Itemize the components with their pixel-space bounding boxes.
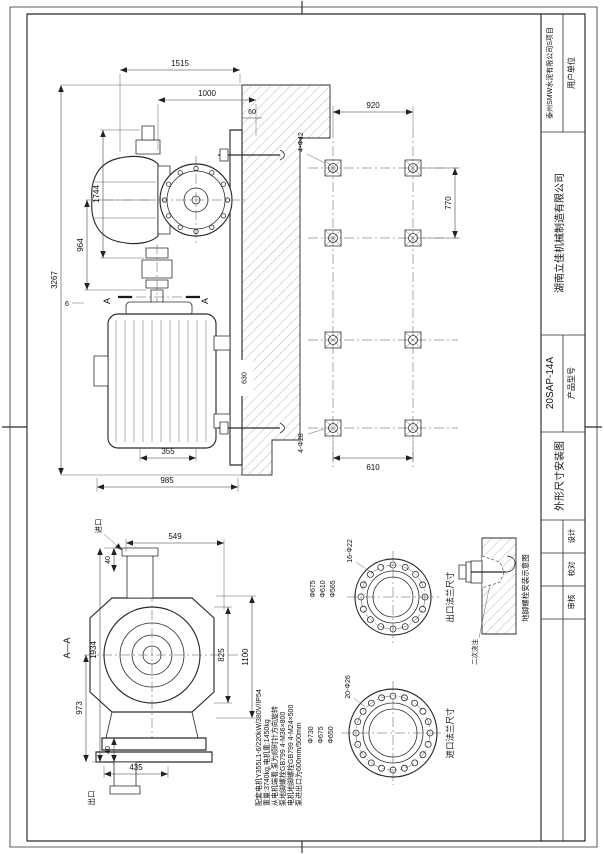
elevation-anchor-bolts — [218, 149, 285, 434]
dim-985: 985 — [160, 476, 174, 485]
outlet-dia-bolt-circle: Φ610 — [320, 580, 327, 597]
dim-6: 6 — [65, 301, 69, 308]
label-motor-holes: 4-Φ28 — [298, 433, 305, 453]
inlet-flange-detail: 20-Φ26 Φ730 Φ675 Φ650 进口法兰尺寸 — [308, 675, 455, 785]
foundation-section — [242, 85, 330, 475]
dim-630: 630 — [242, 372, 249, 384]
inlet-dia-outer: Φ730 — [308, 726, 315, 743]
motor-foot — [214, 336, 230, 350]
outlet-bolt-note: 16-Φ22 — [347, 539, 354, 563]
dim-3267: 3267 — [50, 271, 59, 289]
motor-body — [108, 314, 216, 448]
dim-973: 973 — [75, 701, 84, 715]
outlet-dia-inner: Φ565 — [330, 580, 337, 597]
pump-foot — [102, 738, 206, 750]
dim-355: 355 — [161, 447, 175, 456]
baseplate — [230, 130, 242, 465]
outlet-dia-outer: Φ675 — [310, 580, 317, 597]
section-letter-a-left: A — [102, 298, 112, 304]
dim-40-top: 40 — [105, 556, 112, 564]
dim-60: 60 — [248, 109, 256, 116]
label-pump-holes: 4-Φ42 — [298, 132, 305, 152]
dim-1934: 1934 — [89, 641, 98, 659]
inlet-bolt-holes — [353, 693, 433, 773]
dim-1000: 1000 — [198, 89, 216, 98]
section-cut-line: A A — [102, 297, 210, 304]
anchor-bolt-detail: 二次浇注 地脚螺栓安装示意图 — [459, 538, 530, 665]
outlet-flange-detail: 16-Φ22 Φ675 Φ610 Φ565 出口法兰尺寸 — [310, 539, 455, 643]
detail-title: 地脚螺栓安装示意图 — [520, 554, 530, 622]
section-dimensions: 549 40 1934 973 40 435 825 1100 — [75, 532, 256, 778]
note-line-2: 重量:3740kg,电机重:1450kg — [262, 719, 271, 806]
note-line-6: 泵进出口为600mm/500mm — [294, 722, 303, 806]
detail-note: 二次浇注 — [470, 639, 479, 666]
anchor-bolt-pads — [325, 160, 421, 436]
note-line-1: 配套电机Y355L1-6/220kW/380V/IP54 — [254, 689, 263, 806]
section-view-a-a: A—A 进口 出口 549 40 193 — [62, 519, 256, 806]
section-letter-a-right: A — [200, 298, 210, 304]
inlet-bolt-note: 20-Φ26 — [345, 675, 352, 699]
pump-base — [96, 752, 212, 762]
inlet-dia-bolt-circle: Φ675 — [318, 726, 325, 743]
outlet-bolt-holes — [358, 562, 428, 632]
note-line-4: 泵地脚螺栓GB799 4-M36×800 — [278, 712, 287, 806]
installation-notes: 配套电机Y355L1-6/220kW/380V/IP54 重量:3740kg,电… — [254, 689, 303, 806]
tb-model-value: 20SAP-14A — [545, 357, 556, 410]
pump-top-lug — [136, 140, 160, 154]
motor — [94, 302, 230, 448]
note-line-5: 电机地脚螺栓GB799 4-M24×500 — [286, 705, 295, 806]
dim-1515: 1515 — [171, 59, 189, 68]
note-line-3: 从电机端看,泵为顺时针方向旋转 — [270, 706, 279, 806]
tb-user-unit-label: 用户单位 — [566, 57, 576, 89]
dim-610: 610 — [366, 463, 380, 472]
dim-825: 825 — [217, 648, 226, 662]
tb-sign-design: 设计 — [566, 528, 576, 543]
dim-549: 549 — [168, 532, 182, 541]
foundation-plan-view: 920 770 610 4-Φ42 4-Φ28 — [298, 101, 460, 472]
outlet-flange-title: 出口法兰尺寸 — [445, 571, 455, 623]
section-label: A—A — [62, 637, 72, 658]
label-inlet: 进口 — [94, 519, 103, 534]
title-block: 泰州SMW水泥有限公司S项目 用户单位 湖南立佳机械制造有限公司 20SAP-1… — [541, 14, 585, 841]
dim-1100: 1100 — [241, 648, 250, 666]
dim-435: 435 — [129, 763, 143, 772]
dim-40-bottom: 40 — [105, 746, 112, 754]
dim-920: 920 — [366, 101, 380, 110]
inlet-dia-inner: Φ650 — [328, 726, 335, 743]
tb-model-label: 产品型号 — [566, 367, 576, 399]
motor-terminal-box — [94, 356, 108, 386]
dim-1744: 1744 — [92, 185, 101, 203]
dim-770: 770 — [444, 196, 453, 210]
tb-user-unit-value: 泰州SMW水泥有限公司S项目 — [545, 27, 554, 119]
label-outlet: 出口 — [86, 791, 96, 806]
tb-sign-review: 审核 — [566, 594, 576, 609]
dim-964: 964 — [76, 238, 85, 252]
inlet-flange-title: 进口法兰尺寸 — [445, 707, 455, 759]
tb-company: 湖南立佳机械制造有限公司 — [553, 173, 566, 293]
tb-drawing-title: 外形尺寸安装图 — [553, 441, 566, 511]
tb-sign-check: 校对 — [566, 561, 576, 576]
inlet-nozzle — [127, 550, 153, 598]
elevation-view: A A — [50, 59, 330, 492]
elevation-dimensions: 1515 1000 60 1744 964 3267 355 9 — [50, 59, 270, 492]
